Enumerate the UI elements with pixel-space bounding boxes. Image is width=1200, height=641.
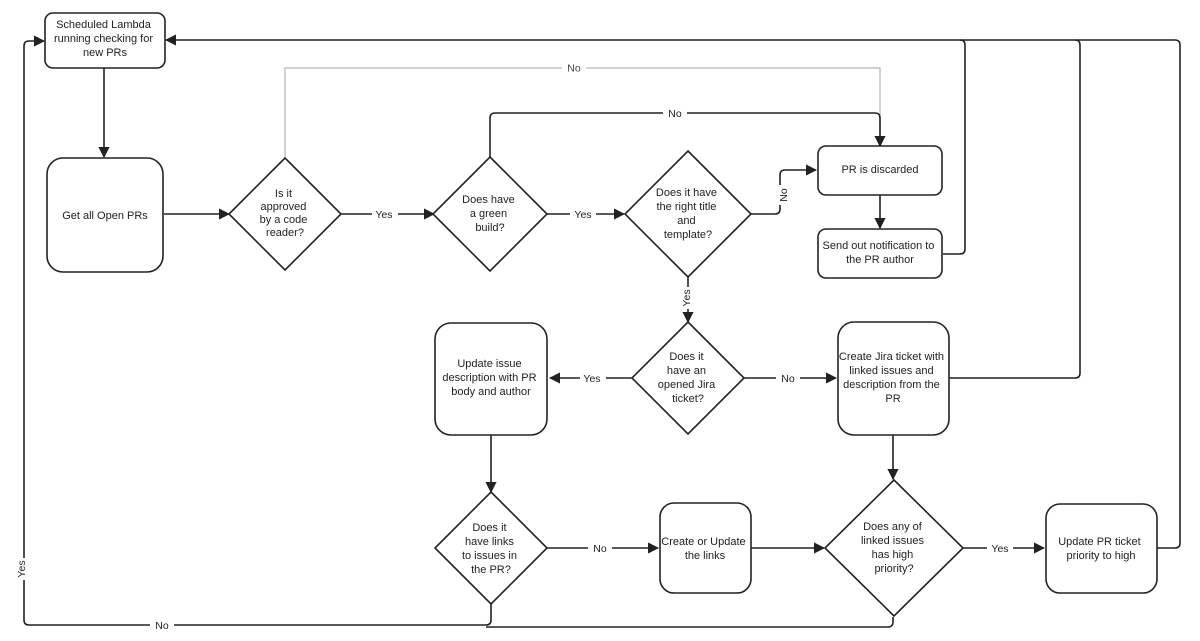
- node-update-priority[interactable]: Update PR ticket priority to high: [1045, 503, 1158, 594]
- decision-title-template[interactable]: Does it have the right title and templat…: [623, 149, 753, 279]
- node-send-notification[interactable]: Send out notification to the PR author: [817, 228, 943, 279]
- edge-label-green-build-no: No: [668, 108, 682, 120]
- edge-label-links-no: No: [593, 543, 607, 555]
- node-create-update-links[interactable]: Create or Update the links: [659, 502, 752, 594]
- decision-high-priority[interactable]: Does any of linked issues has high prior…: [823, 478, 965, 618]
- edge-label-jira-yes: Yes: [583, 373, 600, 385]
- node-label: Create Jira ticket with linked issues an…: [839, 351, 947, 405]
- edge-label-approved-yes: Yes: [375, 209, 392, 221]
- node-label: Scheduled Lambda running checking for ne…: [54, 19, 156, 59]
- node-label: Update PR ticket priority to high: [1058, 536, 1144, 562]
- edge-label-links-yes: Yes: [16, 560, 28, 577]
- node-get-open-prs[interactable]: Get all Open PRs: [46, 157, 164, 273]
- node-label: Does have a green build?: [462, 194, 518, 234]
- node-create-jira-ticket[interactable]: Create Jira ticket with linked issues an…: [837, 321, 950, 436]
- node-label: Does any of linked issues has high prior…: [861, 521, 927, 575]
- edge-priority-no: [486, 617, 894, 628]
- edge-links-yes: [23, 35, 492, 626]
- node-label: Does it have the right title and templat…: [656, 187, 720, 241]
- edge-create-jira-to-lambda: [949, 39, 1081, 379]
- edge-labels: No Yes No Yes No Yes Yes No No Yes No Ye…: [16, 61, 1013, 632]
- edge-label-title-no: No: [778, 188, 790, 202]
- node-label: Get all Open PRs: [62, 210, 148, 222]
- node-label: Send out notification to the PR author: [823, 240, 938, 266]
- edge-label-jira-no: No: [781, 373, 795, 385]
- edge-label-green-build-yes: Yes: [574, 209, 591, 221]
- node-update-issue-description[interactable]: Update issue description with PR body an…: [434, 322, 548, 436]
- edge-update-priority-to-lambda: [1075, 39, 1181, 549]
- edge-label-priority-no: No: [155, 620, 169, 632]
- nodes: Scheduled Lambda running checking for ne…: [44, 12, 1158, 618]
- node-label: Does it have links to issues in the PR?: [462, 522, 520, 576]
- decision-approved[interactable]: Is it approved by a code reader?: [227, 156, 343, 272]
- node-scheduled-lambda[interactable]: Scheduled Lambda running checking for ne…: [44, 12, 166, 69]
- node-label: Update issue description with PR body an…: [442, 358, 539, 398]
- node-pr-discarded[interactable]: PR is discarded: [817, 145, 943, 196]
- decision-jira-ticket[interactable]: Does it have an opened Jira ticket?: [630, 320, 746, 436]
- edge-label-title-yes: Yes: [681, 289, 693, 306]
- edge-label-priority-yes: Yes: [991, 543, 1008, 555]
- edges: [23, 34, 1181, 628]
- decision-green-build[interactable]: Does have a green build?: [431, 155, 549, 273]
- node-label: Does it have an opened Jira ticket?: [658, 351, 719, 405]
- node-label: Create or Update the links: [661, 536, 748, 562]
- node-label: Is it approved by a code reader?: [260, 188, 311, 239]
- node-label: PR is discarded: [841, 164, 918, 176]
- edge-label-approved-no: No: [567, 63, 581, 75]
- decision-links[interactable]: Does it have links to issues in the PR?: [433, 490, 549, 606]
